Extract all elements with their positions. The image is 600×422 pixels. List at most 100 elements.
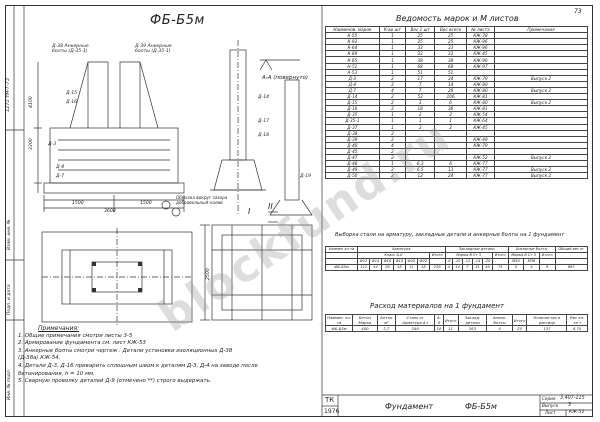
materials-header-cell: Итого (442, 314, 459, 326)
steel-cell: 18 (392, 264, 406, 272)
tb-mark: ФБ-Б5м (465, 402, 497, 411)
page-number: 73 (574, 8, 582, 15)
steel-sub-cell: Марка В Ст 3 (507, 252, 540, 260)
dim-3300: 3300 (29, 138, 34, 150)
label-section-ii: II (268, 202, 273, 211)
steel-cell: 9 (538, 264, 556, 272)
label-d39: Д-39 Анкерные болты (Д-35-1) (135, 44, 172, 55)
tb-year: 1976 (324, 408, 340, 415)
materials-header-cell: Наимен. эл-та (324, 314, 354, 326)
side-code: 1271 тм-Т-73 (5, 77, 11, 112)
label-d18: Д-18 (258, 133, 270, 138)
vedomost-title: Ведомость марок и М листов (396, 14, 519, 23)
tb-album-label: Серия (542, 396, 556, 401)
tb-album: 3.407-115 (560, 396, 585, 401)
tb-sheet: КЖ-52 (569, 410, 585, 415)
materials-header-cell: А-II (434, 314, 444, 326)
materials-cell: 25 (511, 324, 528, 333)
label-d16: Д-16 (66, 100, 78, 105)
materials-cell: 137 (526, 324, 568, 333)
label-d4: Д-4 (56, 165, 65, 170)
vedomost-cell: Выпуск 2 (494, 172, 588, 180)
side-approval-1: Инв. № подл. (7, 368, 12, 400)
notes-title: Примечания: (38, 325, 80, 332)
materials-title: Расход материалов на 1 фундамент (370, 302, 505, 310)
steel-cell: 5 (507, 264, 525, 272)
materials-header-cell: Анкер. болты (486, 314, 513, 326)
materials-cell: 6,75 (566, 324, 588, 333)
drawing-note: Обмазка вокруг зазора добровольный налив (176, 195, 228, 205)
note-item: 3. Анкерные болты смотри чертеж . Детали… (18, 347, 233, 354)
vedomost-cell: 24 (434, 172, 467, 180)
steel-cell: 667 (554, 264, 589, 272)
steel-cell: 26 (380, 264, 394, 272)
tb-drawing-name: Фундамент (385, 402, 434, 411)
note-item: (Д-38а) КЖ-54. (18, 355, 61, 362)
steel-cell: 54 (368, 264, 382, 272)
label-section-aa: А-А (повернуто) (262, 75, 309, 81)
materials-header-cell: Количество в раствор (526, 314, 568, 326)
steel-title: Выборка стали на арматуру, закладные дет… (335, 232, 565, 238)
materials-header-cell: Сталь кг Арматура А-I (395, 314, 436, 326)
steel-group-cell: Общий вес кг (554, 245, 589, 254)
steel-cell: 75 (491, 264, 509, 272)
steel-cell: 112 (357, 264, 370, 272)
steel-cell: 18 (416, 264, 430, 272)
label-d3: Д-3 (48, 142, 57, 147)
steel-sub-cell: Итого (491, 252, 509, 260)
tb-issue: 3 (568, 403, 572, 408)
materials-header-cell: Бетон м³ (376, 314, 397, 326)
label-d7: Д-7 (56, 174, 65, 179)
materials-cell: ФБ-Б5м (324, 324, 354, 333)
label-d14: Д-14 (258, 95, 270, 100)
steel-cell: 31 (471, 264, 483, 272)
drawing-sheet (5, 5, 593, 417)
materials-cell: 263 (457, 324, 488, 333)
materials-header-cell: Бетон Марка (352, 314, 378, 326)
materials-cell: 11 (442, 324, 459, 333)
label-d38: Д-38 Анкерные болты (Д-35-1) (52, 44, 89, 55)
steel-cell: 14 (452, 264, 463, 272)
steel-cell: 239 (428, 264, 446, 272)
note-item: 5. Сварную проволку деталей Д-9 (отмечен… (18, 378, 212, 385)
vedomost-cell: 12 (405, 172, 436, 180)
label-d17: Д-17 (258, 119, 270, 124)
materials-cell: 2,7 (376, 324, 397, 333)
tb-issue-label: Выпуск (542, 403, 559, 408)
dim-1500-right: 1500 (140, 201, 152, 206)
materials-header-cell: Вес эл-та т (566, 314, 588, 326)
note-item: 1. Общие примечания смотри листы 3-5 (18, 332, 133, 339)
materials-cell: 400 (352, 324, 378, 333)
tb-series: ТК (325, 396, 335, 404)
steel-cell: 4 (444, 264, 454, 272)
label-section-i: I (248, 207, 251, 216)
dim-4100: 4100 (29, 96, 34, 108)
label-d19: Д-19 (300, 174, 312, 179)
steel-cell: 11 (404, 264, 418, 272)
materials-cell: 348 (395, 324, 436, 333)
vedomost-cell: КЖ-77 (465, 172, 496, 180)
steel-cell: 19 (481, 264, 493, 272)
steel-sub-cell: Итого (538, 252, 556, 260)
materials-cell: 18 (434, 324, 444, 333)
steel-header-cell: Наимен эл-та (324, 245, 359, 254)
dim-3600: 3600 (104, 209, 116, 214)
materials-cell: 4 (486, 324, 513, 333)
steel-cell: ФБ-Б5м (324, 264, 359, 272)
side-approval-3: Взам. инв. № (7, 219, 12, 250)
notes-block: Примечания: 1. Общие примечания смотри л… (18, 325, 318, 386)
side-approval-2: Подп. и дата (7, 284, 12, 315)
